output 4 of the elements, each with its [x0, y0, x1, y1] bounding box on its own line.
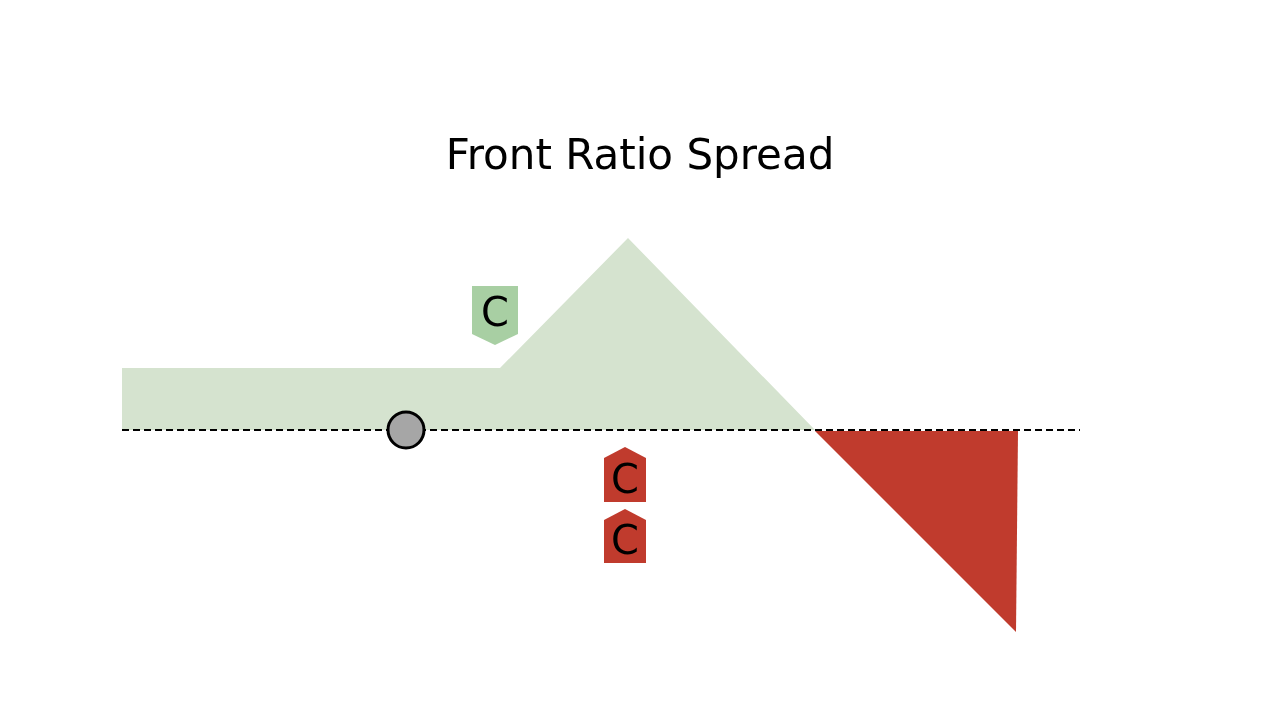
option-tag: C — [472, 286, 518, 345]
option-tag: C — [604, 447, 646, 502]
option-tag: C — [604, 509, 646, 563]
chart-title: Front Ratio Spread — [445, 130, 835, 179]
